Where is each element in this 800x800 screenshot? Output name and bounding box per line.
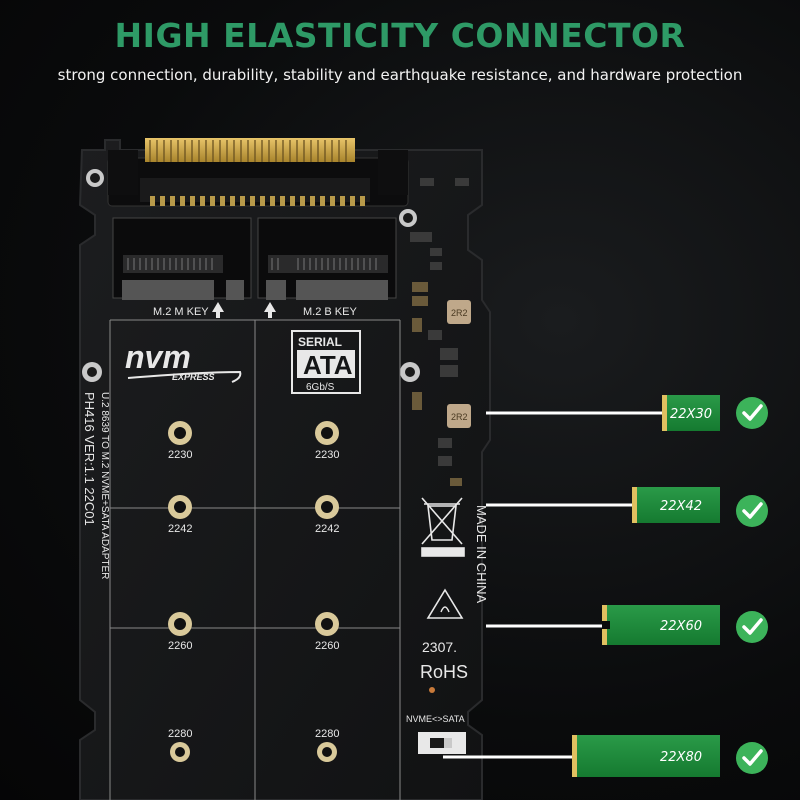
inductor: 2R2 — [447, 300, 471, 324]
silk-grid — [109, 319, 401, 800]
ssd-card-22x42: 22X42 — [632, 487, 720, 523]
sata-serial-text: SERIAL — [298, 335, 342, 349]
esd-warning-icon — [426, 588, 464, 619]
switch-label: NVME<>SATA — [406, 714, 465, 724]
card-label: 22X60 — [660, 619, 702, 634]
m2-slot-m-key — [112, 217, 252, 300]
hole-label-2242: 2242 — [168, 523, 192, 535]
standoff-hole — [315, 495, 339, 519]
sata-speed-text: 6Gb/S — [306, 382, 335, 393]
slot-m-label: M.2 M KEY — [153, 306, 209, 318]
hole-label-2230: 2230 — [168, 449, 192, 461]
model-text: PH416 VER:1.1 22C01 — [82, 392, 97, 526]
hole-label-2230: 2230 — [315, 449, 339, 461]
mount-hole — [399, 209, 417, 227]
mount-hole — [82, 362, 102, 382]
nvme-sata-switch — [418, 732, 466, 754]
weee-bin-icon — [421, 497, 465, 557]
standoff-hole — [168, 612, 192, 636]
hole-label-2242: 2242 — [315, 523, 339, 535]
adapter-description: U.2 8639 TO M.2 NVME+SATA ADAPTER — [99, 392, 110, 579]
page-title: HIGH ELASTICITY CONNECTOR — [114, 16, 686, 55]
standoff-hole — [170, 742, 190, 762]
nvm-swoosh-icon — [127, 370, 242, 383]
slot-b-label: M.2 B KEY — [303, 306, 357, 318]
check-circle-icon — [736, 397, 768, 429]
arrow-up-icon — [264, 302, 276, 318]
ssd-card-22x60: 22X60 — [602, 605, 720, 645]
mount-hole — [86, 169, 104, 187]
page-subtitle: strong connection, durability, stability… — [57, 66, 743, 84]
card-label: 22X30 — [670, 407, 712, 422]
made-in-china-text: MADE IN CHINA — [474, 505, 489, 604]
card-label: 22X42 — [660, 499, 702, 514]
inductor-label: 2R2 — [451, 308, 468, 318]
smd-components — [410, 178, 469, 486]
sata-ata-text: ATA — [303, 350, 353, 380]
hole-label-2260: 2260 — [315, 640, 339, 652]
u2-connector-ear-left — [108, 150, 138, 195]
nvm-express-text: EXPRESS — [172, 372, 215, 382]
u2-connector-ear-right — [378, 150, 408, 195]
standoff-hole — [317, 742, 337, 762]
hole-label-2280: 2280 — [168, 728, 192, 740]
sata-logo: SERIAL ATA 6Gb/S — [291, 330, 361, 394]
hole-label-2260: 2260 — [168, 640, 192, 652]
check-circle-icon — [736, 611, 768, 643]
nvm-logo: nvm — [125, 339, 191, 375]
ssd-card-22x30: 22X30 — [662, 395, 720, 431]
m2-slot-b-key — [257, 217, 397, 300]
standoff-hole — [168, 421, 192, 445]
arrow-up-icon — [212, 302, 224, 318]
led-indicator — [429, 687, 435, 693]
inductor: 2R2 — [447, 404, 471, 428]
check-circle-icon — [736, 495, 768, 527]
card-label: 22X80 — [660, 750, 702, 765]
inductor-label: 2R2 — [451, 412, 468, 422]
ssd-card-22x80: 22X80 — [572, 735, 720, 777]
standoff-hole — [315, 612, 339, 636]
date-code-text: 2307. — [422, 639, 457, 655]
standoff-hole — [168, 495, 192, 519]
hole-label-2280: 2280 — [315, 728, 339, 740]
gold-pins — [140, 138, 370, 206]
mount-hole — [400, 362, 420, 382]
rohs-text: RoHS — [420, 662, 468, 682]
standoff-hole — [315, 421, 339, 445]
check-circle-icon — [736, 742, 768, 774]
